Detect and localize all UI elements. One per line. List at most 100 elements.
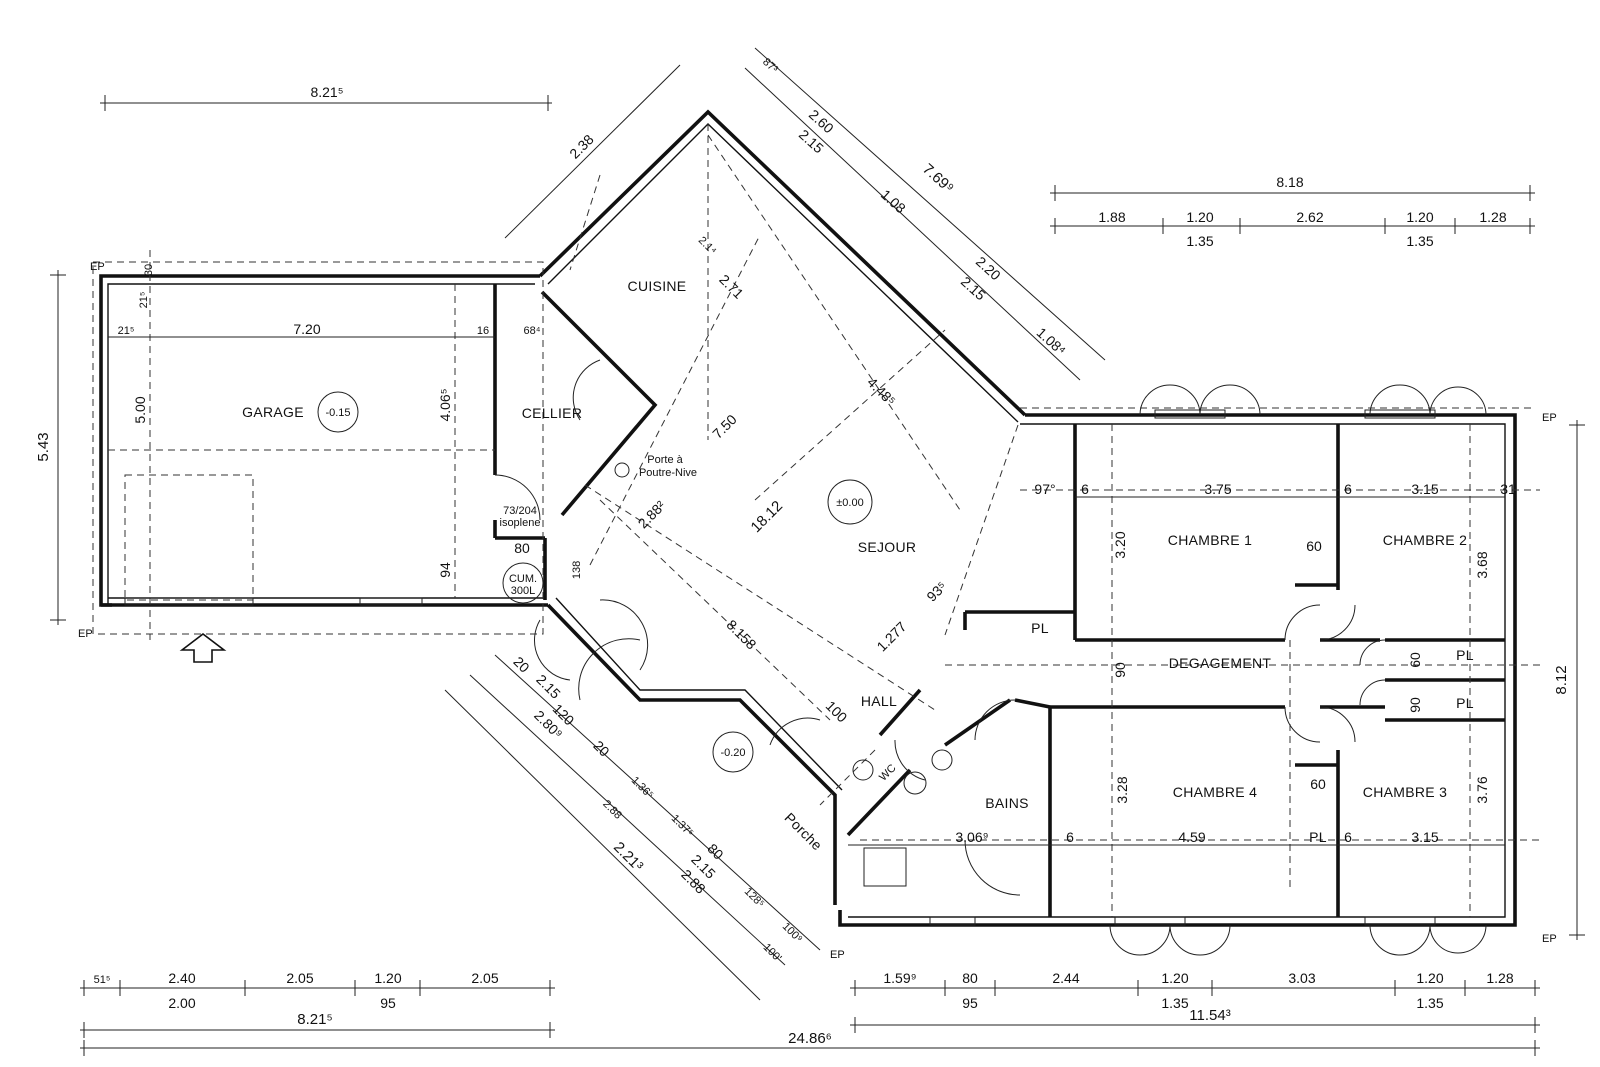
room-bains: BAINS	[985, 795, 1029, 811]
room-pl-3: PL	[1456, 695, 1474, 711]
dim-nw: 2.38	[566, 131, 597, 162]
dashed-lines	[92, 124, 1540, 917]
dim-diag-935: 93⁵	[923, 578, 949, 604]
sejour-level: ±0.00	[836, 497, 863, 509]
dim-diag-8158: 8.158	[723, 616, 759, 652]
dim-bl-3: 2.05	[286, 970, 313, 986]
dim-diag-100: 100	[823, 698, 851, 726]
dim-wall-16: 16	[477, 325, 489, 337]
dim-pl90: 90	[1407, 697, 1423, 713]
dim-sw-8: 1.37⁵	[669, 812, 696, 839]
dim-ch4-w: 4.59	[1178, 829, 1205, 845]
room-cellier: CELLIER	[522, 405, 582, 421]
room-porche: Porche	[782, 809, 826, 853]
dim-ch2-w: 3.15	[1411, 481, 1438, 497]
door-cellier-size: 73/204	[503, 505, 537, 517]
dim-diag-288: 2.88²	[635, 497, 669, 531]
dim-tr-sub-1: 1.35	[1186, 233, 1213, 249]
dim-ch3-h: 3.76	[1474, 776, 1490, 803]
dim-v6-a: 6	[1081, 481, 1089, 497]
ep-right-bottom: EP	[1542, 933, 1557, 945]
dim-v31: 31	[1500, 481, 1516, 497]
dim-ch1-h: 3.20	[1112, 531, 1128, 558]
room-chambre-3: CHAMBRE 3	[1363, 784, 1447, 800]
room-cuisine: CUISINE	[628, 278, 687, 294]
dim-br-4: 1.20	[1161, 970, 1188, 986]
dim-ne-215b: 2.15	[958, 273, 989, 303]
dim-bottom-left-total: 8.21⁵	[297, 1011, 332, 1028]
dim-tr-5: 1.28	[1479, 209, 1506, 225]
dim-diag-271: 2.71	[716, 271, 747, 302]
ep-bottom-mid: EP	[830, 949, 845, 961]
dim-sw-13: 100⁹	[780, 920, 805, 945]
dim-tr-1: 1.88	[1098, 209, 1125, 225]
poutre-icon	[614, 462, 630, 478]
room-hall: HALL	[861, 693, 897, 709]
cumulus-label: CUM.	[509, 573, 537, 585]
dim-tr-sub-2: 1.35	[1406, 233, 1433, 249]
interior-dimensions: 7.20 21⁵ 16 68⁴ 5.00 4.06⁵ 94 21⁵ 30 80 …	[108, 235, 1516, 846]
room-chambre-4: CHAMBRE 4	[1173, 784, 1257, 800]
dim-angle: 97°	[1034, 481, 1055, 497]
doors-windows	[124, 359, 1487, 956]
dim-ch1-w: 3.75	[1204, 481, 1231, 497]
dim-ch4-h: 3.28	[1114, 776, 1130, 803]
dim-bottom-right-total: 11.54³	[1189, 1007, 1230, 1024]
door-poutre: Poutre-Nive	[639, 467, 697, 479]
dim-br-2: 80	[962, 970, 978, 986]
dim-garage-width: 7.20	[293, 321, 320, 337]
room-garage: GARAGE	[242, 404, 304, 420]
room-sejour: SEJOUR	[858, 539, 917, 555]
dim-garage-height: 5.00	[132, 396, 148, 423]
room-degagement: DEGAGEMENT	[1169, 655, 1272, 671]
dim-sw-221: 2.21³	[610, 839, 646, 875]
dim-right-height: 8.12	[1553, 665, 1570, 694]
dim-sw-2: 2.15	[533, 671, 564, 702]
dim-wall-21b: 21⁵	[138, 292, 150, 309]
dim-tr-4: 1.20	[1406, 209, 1433, 225]
dim-v6-c: 6	[1066, 829, 1074, 845]
ep-top-left: EP	[90, 261, 105, 273]
dim-cellier-w: 68⁴	[524, 325, 541, 337]
dim-v6-b: 6	[1344, 481, 1352, 497]
dim-ch2-h: 3.68	[1474, 551, 1490, 578]
door-isoplane: isoplene	[500, 517, 541, 529]
dim-br-5: 3.03	[1288, 970, 1315, 986]
room-pl-1: PL	[1031, 620, 1049, 636]
dim-bl-4: 1.20	[374, 970, 401, 986]
ep-bottom-left: EP	[78, 628, 93, 640]
dim-top-right: 8.18	[1276, 174, 1303, 190]
dim-pl60-c: 60	[1310, 776, 1326, 792]
dim-diag-1277: 1.277	[873, 618, 909, 654]
room-chambre-2: CHAMBRE 2	[1383, 532, 1467, 548]
dim-bl-2: 2.40	[168, 970, 195, 986]
dim-diag-214: 2.1⁴	[696, 235, 719, 258]
dim-ne-769: 7.69⁹	[919, 160, 957, 196]
dim-left-height: 5.43	[35, 432, 52, 461]
dim-bains-w: 3.06⁹	[955, 829, 988, 845]
dim-sw-7: 2.88	[600, 798, 624, 822]
dim-wall-30: 30	[143, 264, 155, 276]
sejour-level-circle	[827, 479, 873, 525]
dim-ne-220: 2.20	[973, 253, 1004, 283]
dim-diag-750: 7.50	[709, 411, 740, 442]
dim-wall-21a: 21⁵	[118, 325, 135, 337]
dim-br-sub-3: 1.35	[1416, 995, 1443, 1011]
dimension-lines: 8.21⁵ 8.18 1.88 1.20 2.62 1.20 1.28 1.35…	[35, 84, 1585, 1056]
door-porte: Porte à	[647, 454, 683, 466]
dim-tr-3: 2.62	[1296, 209, 1323, 225]
dim-ch3-w: 3.15	[1411, 829, 1438, 845]
dim-br-6: 1.20	[1416, 970, 1443, 986]
room-pl-2: PL	[1456, 647, 1474, 663]
dim-bl-5: 2.05	[471, 970, 498, 986]
dim-sw-12: 128⁵	[742, 886, 767, 911]
dim-wall-80: 80	[514, 540, 530, 556]
room-wc: WC	[877, 762, 898, 783]
dim-garage-inner: 4.06⁵	[437, 388, 453, 421]
garage-level-circle	[317, 391, 359, 433]
dim-ne-873: 87³	[760, 56, 780, 76]
room-chambre-1: CHAMBRE 1	[1168, 532, 1252, 548]
dim-br-sub-2: 1.35	[1161, 995, 1188, 1011]
room-labels: GARAGE -0.15 CELLIER CUISINE SEJOUR ±0.0…	[78, 261, 1557, 961]
